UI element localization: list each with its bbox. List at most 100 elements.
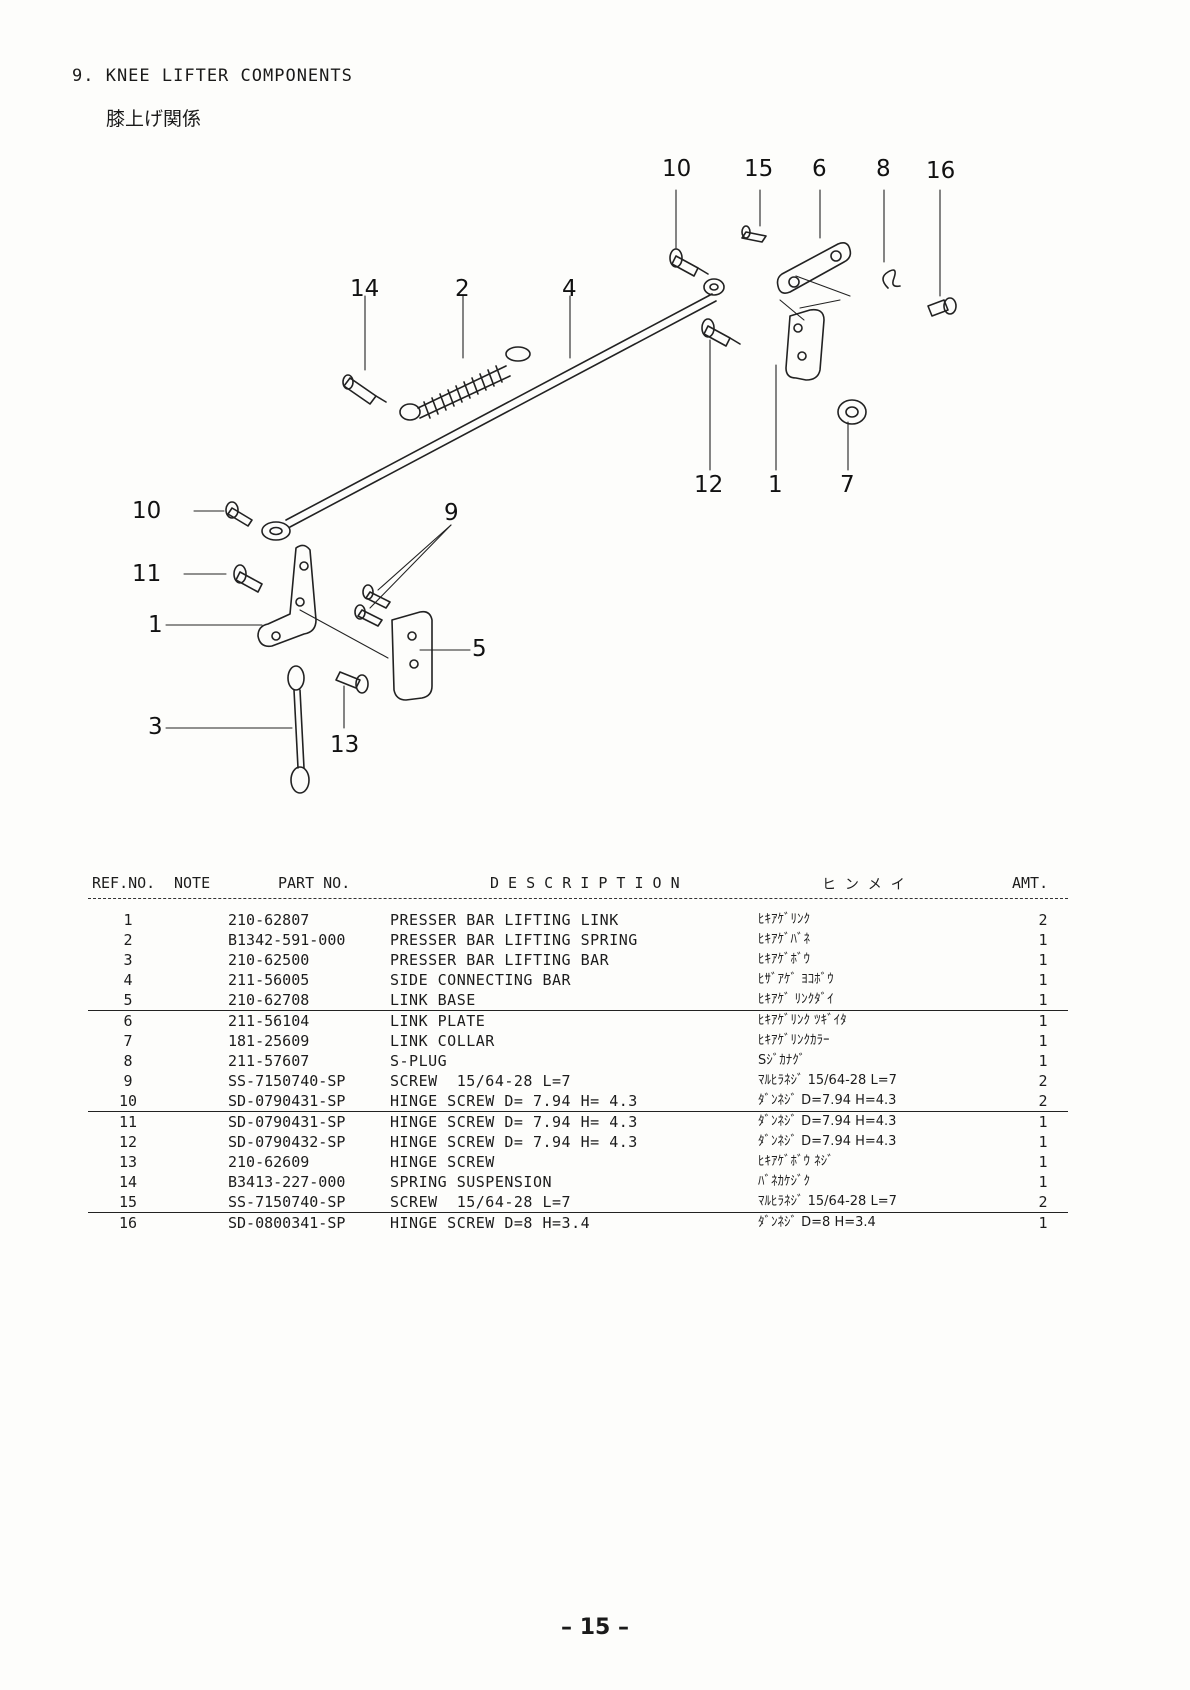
callout-label: 14: [350, 276, 380, 302]
exploded-parts-diagram: [165, 189, 957, 794]
callout-label: 1: [148, 612, 163, 638]
callout-label: 16: [926, 158, 956, 184]
amt-cell: 2: [1038, 1072, 1048, 1090]
amt-cell: 1: [1038, 1214, 1048, 1232]
part-cell: SD-0790431-SP: [228, 1113, 346, 1131]
callout-label: 6: [812, 156, 827, 182]
ref-cell: 4: [123, 971, 133, 989]
kana-cell: ﾋｷｱｹﾞﾊﾞﾈ: [758, 932, 810, 947]
ref-cell: 11: [118, 1113, 138, 1131]
desc-cell: PRESSER BAR LIFTING SPRING: [390, 931, 638, 949]
amt-cell: 1: [1038, 991, 1048, 1009]
header-kana: ヒ ン メ イ: [822, 877, 905, 893]
part-cell: B1342-591-000: [228, 931, 346, 949]
ref-cell: 16: [118, 1214, 138, 1232]
desc-cell: HINGE SCREW: [390, 1153, 495, 1171]
header-ref: REF.NO.: [92, 874, 156, 892]
ref-cell: 13: [118, 1153, 138, 1171]
desc-cell: PRESSER BAR LIFTING BAR: [390, 951, 610, 969]
table-row: 2 B1342-591-000 PRESSER BAR LIFTING SPRING…: [88, 930, 1078, 950]
amt-cell: 1: [1038, 971, 1048, 989]
desc-cell: SCREW 15/64-28 L=7: [390, 1072, 572, 1090]
callout-label: 2: [455, 276, 470, 302]
desc-cell: HINGE SCREW D= 7.94 H= 4.3: [390, 1113, 638, 1131]
kana-cell: ﾀﾞﾝﾈｼﾞ D=7.94 H=4.3: [758, 1093, 897, 1108]
callout-label: 4: [562, 276, 577, 302]
amt-cell: 1: [1038, 1133, 1048, 1151]
kana-cell: ﾀﾞﾝﾈｼﾞ D=8 H=3.4: [758, 1215, 876, 1230]
kana-cell: ﾋｻﾞｱｹﾞ ﾖｺﾎﾞｳ: [758, 972, 834, 987]
part-cell: SS-7150740-SP: [228, 1193, 346, 1211]
kana-cell: ﾋｷｱｹﾞﾎﾞｳ: [758, 952, 810, 967]
callout-label: 1: [768, 472, 783, 498]
ref-cell: 10: [118, 1092, 138, 1110]
ref-cell: 7: [123, 1032, 133, 1050]
desc-cell: PRESSER BAR LIFTING LINK: [390, 911, 619, 929]
table-row: 16 SD-0800341-SP HINGE SCREW D=8 H=3.4 ﾀﾞﾝﾈ…: [88, 1213, 1078, 1233]
ref-cell: 12: [118, 1133, 138, 1151]
part-cell: 210-62609: [228, 1153, 310, 1171]
desc-cell: HINGE SCREW D=8 H=3.4: [390, 1214, 591, 1232]
lifting-spring: [399, 346, 531, 421]
desc-cell: SIDE CONNECTING BAR: [390, 971, 572, 989]
part-cell: 181-25609: [228, 1032, 310, 1050]
amt-cell: 2: [1038, 1092, 1048, 1110]
ref-cell: 8: [123, 1052, 133, 1070]
callout-label: 10: [662, 156, 692, 182]
callout-label: 13: [330, 732, 360, 758]
side-connecting-bar: [261, 278, 725, 541]
ref-cell: 9: [123, 1072, 133, 1090]
kana-cell: ﾀﾞﾝﾈｼﾞ D=7.94 H=4.3: [758, 1114, 897, 1129]
part-cell: SD-0790432-SP: [228, 1133, 346, 1151]
desc-cell: LINK COLLAR: [390, 1032, 495, 1050]
kana-cell: ﾋｷｱｹﾞﾘﾝｸｶﾗｰ: [758, 1033, 830, 1048]
amt-cell: 1: [1038, 1052, 1048, 1070]
kana-cell: ﾊﾞﾈｶｹｼﾞｸ: [758, 1174, 810, 1189]
group-divider: [88, 1010, 1068, 1011]
part-cell: SD-0800341-SP: [228, 1214, 346, 1232]
callout-label: 3: [148, 714, 163, 740]
amt-cell: 1: [1038, 1173, 1048, 1191]
callout-label: 9: [444, 500, 459, 526]
ref-cell: 14: [118, 1173, 138, 1191]
callout-label: 12: [694, 472, 724, 498]
ref-cell: 5: [123, 991, 133, 1009]
header-note: NOTE: [174, 874, 211, 892]
kana-cell: Sｼﾞｶﾅｸﾞ: [758, 1053, 806, 1068]
page-number: – 15 –: [561, 1615, 629, 1640]
part-cell: 210-62500: [228, 951, 310, 969]
leader-lines: [165, 189, 941, 729]
desc-cell: LINK PLATE: [390, 1012, 486, 1030]
amt-cell: 2: [1038, 1193, 1048, 1211]
amt-cell: 1: [1038, 1113, 1048, 1131]
desc-cell: S-PLUG: [390, 1052, 448, 1070]
kana-cell: ﾋｷｱｹﾞ ﾘﾝｸﾀﾞｲ: [758, 992, 834, 1007]
header-amt: AMT.: [1012, 874, 1049, 892]
callout-label: 5: [472, 636, 487, 662]
part-cell: 211-56104: [228, 1012, 310, 1030]
kana-cell: ﾏﾙﾋﾗﾈｼﾞ 15/64-28 L=7: [758, 1073, 897, 1088]
ref-cell: 3: [123, 951, 133, 969]
part-cell: 210-62807: [228, 911, 310, 929]
callout-label: 11: [132, 561, 162, 587]
ref-cell: 15: [118, 1193, 138, 1211]
kana-cell: ﾋｷｱｹﾞﾎﾞｳ ﾈｼﾞ: [758, 1154, 834, 1169]
amt-cell: 2: [1038, 911, 1048, 929]
ref-cell: 2: [123, 931, 133, 949]
lifting-bar: [287, 665, 310, 794]
header-part: PART NO.: [278, 874, 351, 892]
amt-cell: 1: [1038, 1032, 1048, 1050]
amt-cell: 1: [1038, 1012, 1048, 1030]
table-row: 11 SD-0790431-SP HINGE SCREW D= 7.94 H= 4.…: [88, 1112, 1078, 1132]
part-cell: 211-57607: [228, 1052, 310, 1070]
kana-cell: ﾋｷｱｹﾞﾘﾝｸ: [758, 912, 810, 927]
table-row: 7 181-25609 LINK COLLAR ﾋｷｱｹﾞﾘﾝｸｶﾗｰ 1: [88, 1031, 1078, 1051]
callout-label: 10: [132, 498, 162, 524]
